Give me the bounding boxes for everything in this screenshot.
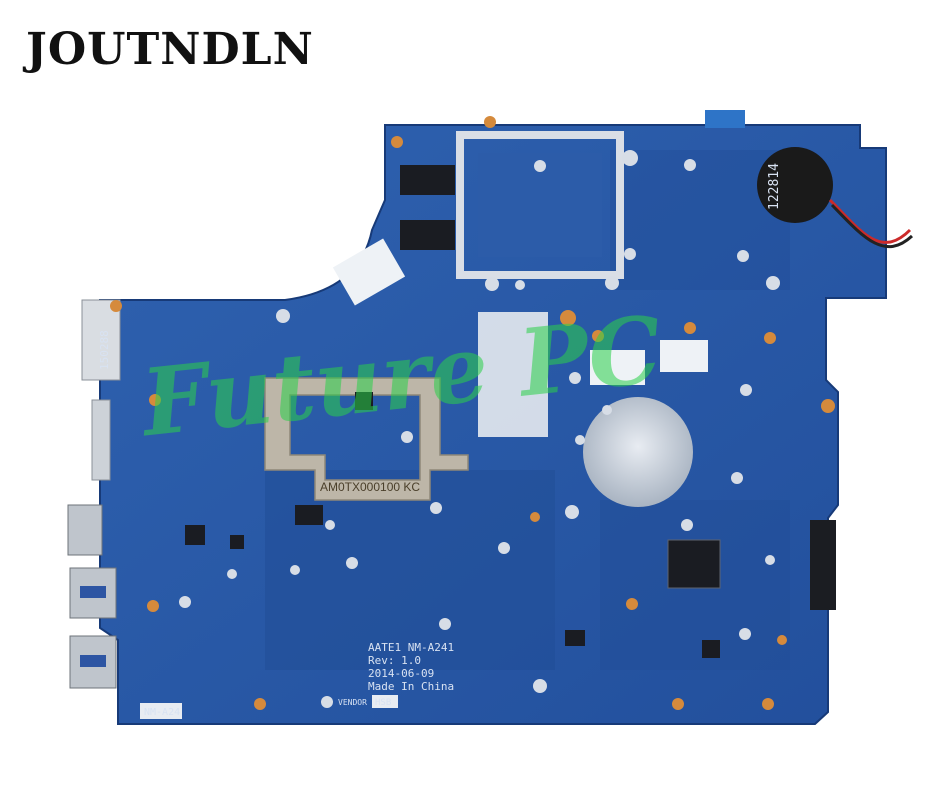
small-chip: [702, 640, 720, 658]
vendor-code: HSB: [375, 698, 391, 708]
battery-label: 122814: [767, 163, 782, 210]
heatsink-bracket: [264, 377, 469, 501]
small-chip: [355, 392, 373, 410]
hdmi-port: [67, 504, 103, 556]
ribbon-connector: [332, 238, 406, 306]
small-chip: [565, 630, 585, 646]
screw-pads: [110, 116, 835, 710]
port-label: 150288: [98, 330, 111, 370]
sata-connector: [810, 520, 836, 610]
embedded-controller-chip: [667, 539, 721, 589]
vga-port: [91, 399, 111, 481]
brand-logo-text: JOUTNDLN: [26, 24, 314, 75]
ribbon-connector: [590, 350, 645, 385]
board-model-line4: Made In China: [368, 680, 454, 693]
board-model-line3: 2014-06-09: [368, 667, 434, 680]
grounding-pad: [583, 397, 693, 507]
cpu-socket: [456, 131, 624, 279]
ribbon-connector: [660, 340, 708, 372]
memory-chip: [400, 220, 455, 250]
board-model-line1: AATE1 NM-A241: [368, 641, 454, 654]
memory-chip: [400, 165, 455, 195]
board-corner-label: NM-A24: [144, 707, 180, 718]
board-model-line2: Rev: 1.0: [368, 654, 421, 667]
small-chip: [295, 505, 323, 525]
ethernet-port: [81, 299, 121, 381]
small-chip: [230, 535, 244, 549]
cmos-battery: [757, 147, 833, 223]
mounting-holes: [179, 150, 780, 708]
vendor-label: VENDOR: [338, 698, 367, 707]
small-chip: [185, 525, 205, 545]
thermal-pad-area: [478, 312, 548, 437]
power-connector: [705, 110, 745, 128]
heatsink-label: AM0TX000100 KC: [320, 480, 420, 494]
